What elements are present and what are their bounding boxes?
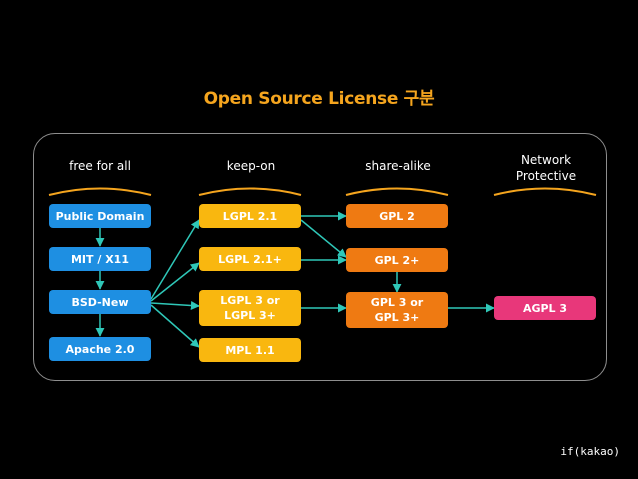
box-lgpl-3: LGPL 3 or LGPL 3+ <box>199 290 301 326</box>
box-apache-2: Apache 2.0 <box>49 337 151 361</box>
arrow-lgpl21-to-gpl2plus <box>300 219 347 258</box>
box-public-domain: Public Domain <box>49 204 151 228</box>
box-gpl-3: GPL 3 or GPL 3+ <box>346 292 448 328</box>
credit-logo: if(kakao) <box>560 445 620 458</box>
box-lgpl-21: LGPL 2.1 <box>199 204 301 228</box>
box-agpl-3: AGPL 3 <box>494 296 596 320</box>
diagram-frame <box>33 133 607 381</box>
arrow-bsd-to-lgpl3 <box>150 301 200 310</box>
arrow-bsd-to-mpl <box>150 304 200 348</box>
arrow-bsd-to-lgpl21plus <box>150 262 200 302</box>
column-heading-network-protective: Network Protective <box>515 153 577 183</box>
box-gpl-2-plus: GPL 2+ <box>346 248 448 272</box>
bracket-keep-on <box>198 187 302 196</box>
box-lgpl-21-plus: LGPL 2.1+ <box>199 247 301 271</box>
box-mit-x11: MIT / X11 <box>49 247 151 271</box>
bracket-free-for-all <box>48 187 152 196</box>
bracket-network-protective <box>493 187 597 196</box>
box-gpl-2: GPL 2 <box>346 204 448 228</box>
box-mpl-11: MPL 1.1 <box>199 338 301 362</box>
box-bsd-new: BSD-New <box>49 290 151 314</box>
column-heading-free-for-all: free for all <box>69 159 131 173</box>
column-heading-keep-on: keep-on <box>226 159 276 173</box>
page-title: Open Source License 구분 <box>203 89 435 109</box>
arrow-bsd-to-lgpl21 <box>150 219 200 300</box>
column-heading-share-alike: share-alike <box>365 159 431 173</box>
bracket-share-alike <box>345 187 449 196</box>
